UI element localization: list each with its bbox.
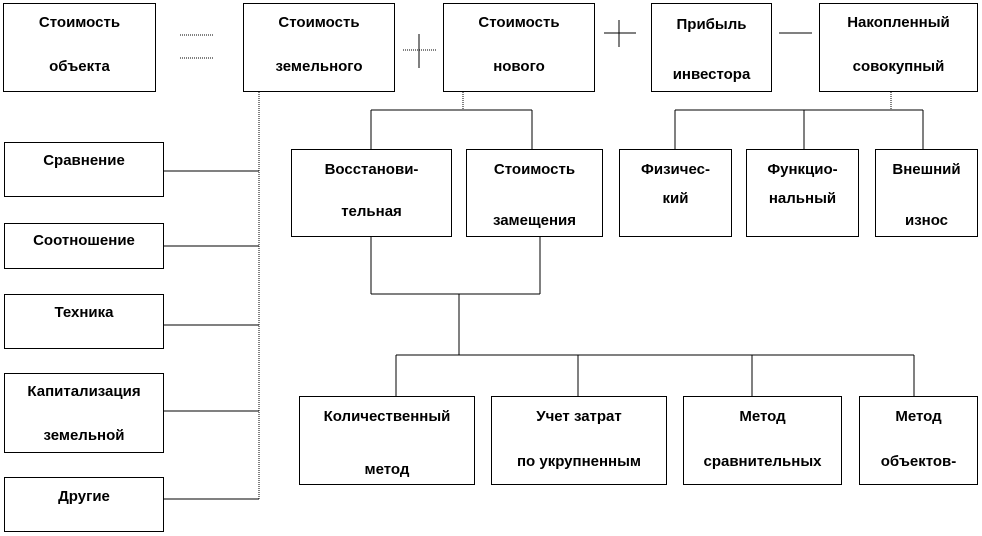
functional-wear-line-1: Функцио- — [767, 161, 838, 178]
investor-profit-box: Прибыль инвестора — [651, 3, 772, 92]
physical-wear-line-1: Физичес- — [641, 161, 710, 178]
reproduction-line-2: тельная — [341, 203, 402, 220]
new-cost-box: Стоимость нового — [443, 3, 595, 92]
investor-profit-line-1: Прибыль — [676, 16, 747, 33]
external-wear-line-1: Внешний — [892, 161, 961, 178]
accumulated-line-1: Накопленный — [847, 14, 950, 31]
other-label: Другие — [58, 488, 110, 505]
comparative-method-line-1: Метод — [739, 408, 786, 425]
replacement-line-2: замещения — [492, 212, 577, 229]
ratio-box: Соотношение — [4, 223, 164, 269]
object-cost-box: Стоимость объекта — [3, 3, 156, 92]
objects-method-line-2: объектов- — [880, 453, 957, 470]
accumulated-line-2: совокупный — [852, 58, 945, 75]
new-cost-line-1: Стоимость — [478, 14, 560, 31]
objects-method-line-1: Метод — [895, 408, 942, 425]
cost-accounting-line-1: Учет затрат — [536, 408, 622, 425]
object-cost-line-2: объекта — [49, 58, 110, 75]
replacement-box: Стоимость замещения — [466, 149, 603, 237]
object-cost-line-1: Стоимость — [38, 14, 121, 31]
comparative-method-box: Метод сравнительных — [683, 396, 842, 485]
external-wear-box: Внешний износ — [875, 149, 978, 237]
functional-wear-box: Функцио- нальный — [746, 149, 859, 237]
cost-accounting-method-box: Учет затрат по укрупненным — [491, 396, 667, 485]
comparative-method-line-2: сравнительных — [703, 453, 822, 470]
physical-wear-line-2: кий — [662, 190, 689, 207]
land-cost-box: Стоимость земельного — [243, 3, 395, 92]
replacement-line-1: Стоимость — [493, 161, 576, 178]
quantitative-method-line-2: метод — [364, 461, 410, 478]
ratio-label: Соотношение — [33, 232, 135, 249]
quantitative-method-line-1: Количественный — [323, 408, 451, 425]
quantitative-method-box: Количественный метод — [299, 396, 475, 485]
accumulated-box: Накопленный совокупный — [819, 3, 978, 92]
reproduction-line-1: Восстанови- — [324, 161, 419, 178]
physical-wear-box: Физичес- кий — [619, 149, 732, 237]
investor-profit-line-2: инвестора — [672, 66, 751, 83]
land-cost-line-1: Стоимость — [278, 14, 360, 31]
comparison-box: Сравнение — [4, 142, 164, 197]
cost-accounting-line-2: по укрупненным — [516, 453, 642, 470]
reproduction-box: Восстанови- тельная — [291, 149, 452, 237]
functional-wear-line-2: нальный — [768, 190, 837, 207]
other-box: Другие — [4, 477, 164, 532]
new-cost-line-2: нового — [493, 58, 545, 75]
capitalization-line-1: Капитализация — [27, 383, 141, 400]
technique-box: Техника — [4, 294, 164, 349]
capitalization-line-2: земельной — [43, 427, 125, 444]
external-wear-line-2: износ — [904, 212, 949, 229]
objects-method-box: Метод объектов- — [859, 396, 978, 485]
technique-label: Техника — [54, 304, 114, 321]
comparison-label: Сравнение — [43, 152, 125, 169]
land-cost-line-2: земельного — [275, 58, 363, 75]
capitalization-box: Капитализация земельной — [4, 373, 164, 453]
